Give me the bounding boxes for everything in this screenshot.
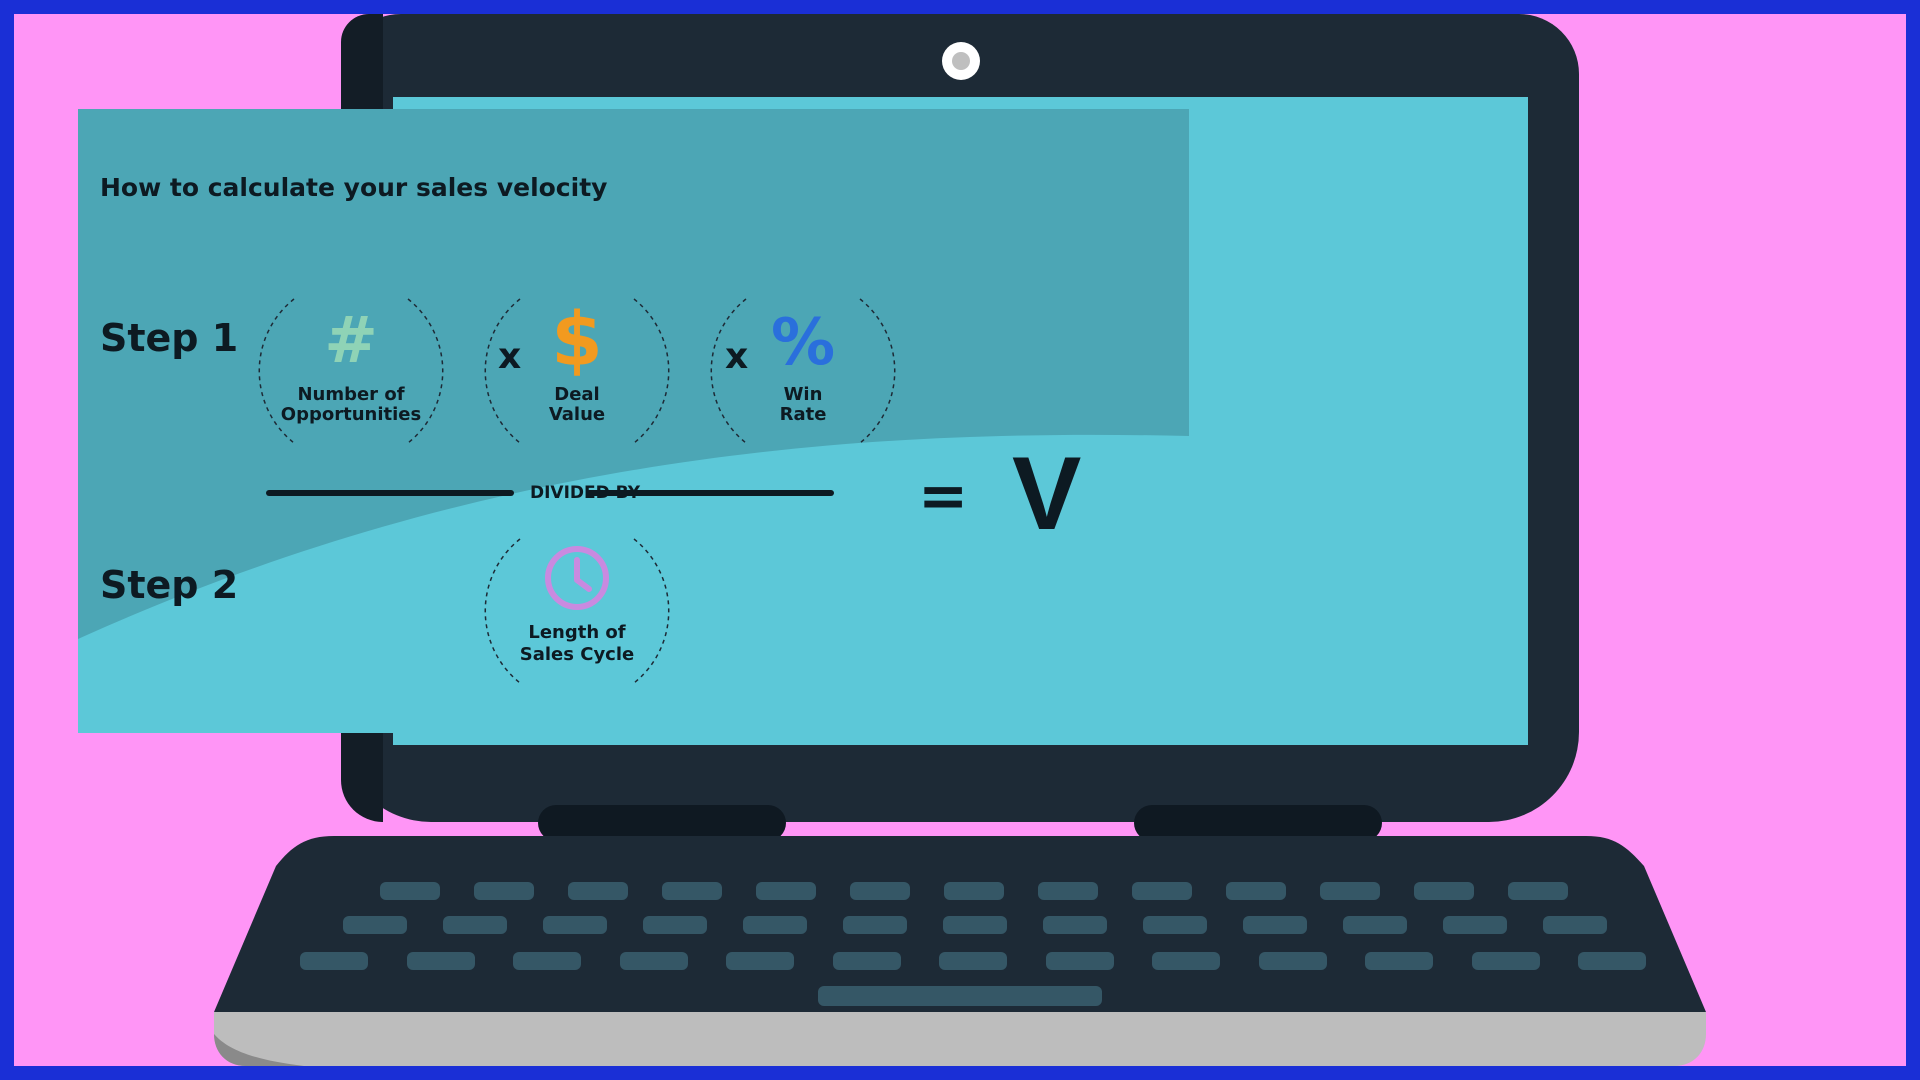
factor-label-line1: Deal	[554, 384, 600, 405]
clock-icon	[545, 546, 609, 610]
divider-line-left	[266, 490, 514, 496]
multiply-sign: x	[498, 336, 522, 377]
dollar-icon: $	[551, 297, 603, 383]
keyboard-key	[1258, 952, 1327, 970]
spacebar-key	[818, 986, 1102, 1006]
step-2-label: Step 2	[100, 563, 239, 607]
keyboard-key	[1038, 882, 1098, 900]
keyboard-key	[543, 916, 607, 934]
divisor-label-line1: Length of	[528, 622, 626, 643]
factor-label-line2: Opportunities	[280, 404, 422, 425]
keyboard-key	[1543, 916, 1607, 934]
result-velocity: V	[1012, 436, 1082, 552]
keyboard-key	[474, 882, 534, 900]
divider-line-right	[586, 490, 834, 496]
keyboard-key	[843, 916, 907, 934]
dashed-circle	[710, 298, 896, 444]
keyboard-key	[1320, 882, 1380, 900]
divided-by-label: DIVIDED BY	[530, 483, 641, 503]
percent-icon: %	[770, 306, 836, 380]
factor-number-of-opportunities: # Number of Opportunities	[256, 291, 446, 451]
factor-deal-value: $ Deal Value	[482, 291, 672, 451]
keyboard-key	[832, 952, 901, 970]
keyboard-key	[743, 916, 807, 934]
keyboard-key	[619, 952, 688, 970]
multiply-sign: x	[725, 336, 749, 377]
keyboard-key	[1143, 916, 1207, 934]
keyboard-keys	[214, 836, 1706, 1036]
divisor-length-of-sales-cycle: Length of Sales Cycle	[482, 531, 672, 691]
equals-sign: =	[918, 461, 969, 531]
factor-win-rate: % Win Rate	[708, 291, 898, 451]
screen-background	[78, 109, 1189, 733]
laptop-screen: How to calculate your sales velocity Ste…	[78, 109, 1189, 733]
keyboard-key	[1043, 916, 1107, 934]
dashed-circle	[258, 298, 444, 444]
keyboard-key	[568, 882, 628, 900]
factor-label-line1: Number of	[297, 384, 405, 405]
keyboard-key	[726, 952, 794, 970]
keyboard-key	[513, 952, 581, 970]
keyboard-key	[380, 882, 440, 900]
step-1-label: Step 1	[100, 316, 239, 360]
factor-label-line2: Rate	[779, 404, 827, 425]
dashed-circle	[484, 298, 670, 444]
keyboard-key	[300, 952, 368, 970]
keyboard-key	[443, 916, 507, 934]
keyboard-key	[1508, 882, 1568, 900]
factor-label-line1: Win	[783, 384, 823, 405]
keyboard-key	[1343, 916, 1407, 934]
keyboard-key	[1243, 916, 1307, 934]
keyboard-key	[756, 882, 816, 900]
keyboard-key	[1443, 916, 1507, 934]
keyboard-key	[343, 916, 407, 934]
keyboard-key	[939, 952, 1007, 970]
hinge-right	[1134, 805, 1382, 841]
keyboard-key	[662, 882, 722, 900]
keyboard-deck	[214, 836, 1706, 1066]
keyboard-key	[1365, 952, 1433, 970]
keyboard-key	[1226, 882, 1286, 900]
webcam-icon	[942, 42, 980, 80]
keyboard-key	[643, 916, 707, 934]
factor-label-line2: Value	[548, 404, 606, 425]
keyboard-key	[944, 882, 1004, 900]
divisor-label-line2: Sales Cycle	[519, 644, 635, 665]
keyboard-key	[1414, 882, 1474, 900]
keyboard-key	[1132, 882, 1192, 900]
keyboard-key	[1578, 952, 1646, 970]
page-title: How to calculate your sales velocity	[100, 173, 608, 202]
keyboard-key	[1152, 952, 1220, 970]
dashed-circle	[484, 538, 670, 684]
keyboard-key	[406, 952, 475, 970]
hash-icon: #	[324, 304, 378, 378]
hinge-left	[538, 805, 786, 841]
pink-background: How to calculate your sales velocity Ste…	[14, 14, 1906, 1066]
keyboard-key	[1045, 952, 1114, 970]
keyboard-key	[850, 882, 910, 900]
keyboard-key	[1471, 952, 1540, 970]
keyboard-key	[943, 916, 1007, 934]
